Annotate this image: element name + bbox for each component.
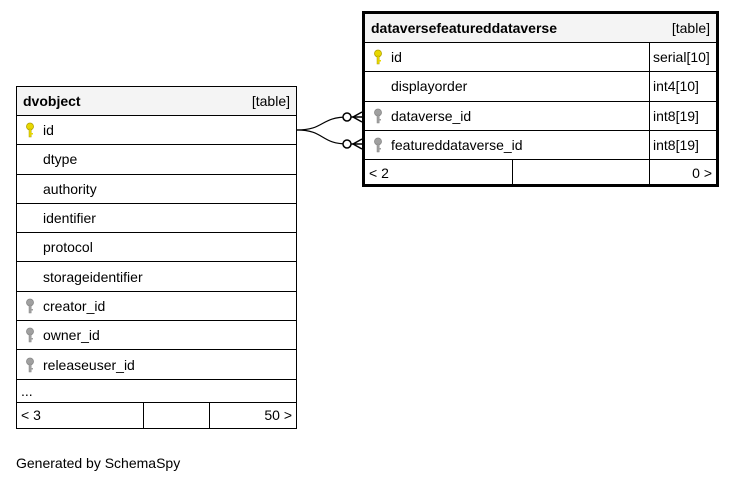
children-count[interactable]: 50 > (264, 407, 292, 424)
primary-key-icon (17, 122, 43, 138)
footer-spacer (513, 160, 650, 187)
table-footer: < 3 50 > (17, 402, 296, 428)
foreign-key-icon (17, 357, 43, 373)
table-dvobject[interactable]: dvobject [table] id dtype authority identif… (16, 86, 297, 429)
column-name: dataverse_id (391, 107, 472, 124)
column-name: creator_id (43, 297, 106, 314)
column-row-identifier[interactable]: identifier (17, 204, 296, 234)
column-type: serial[10] (649, 43, 716, 72)
column-name: releaseuser_id (43, 356, 135, 373)
column-name: owner_id (43, 327, 100, 344)
foreign-key-icon (17, 327, 43, 343)
parents-count[interactable]: < 2 (365, 160, 513, 187)
table-name: dataversefeatureddataverse (371, 20, 557, 36)
table-header[interactable]: dataversefeatureddataverse [table] (365, 14, 716, 43)
column-row-dtype[interactable]: dtype (17, 145, 296, 175)
primary-key-icon (365, 49, 391, 65)
column-row-featureddataverse_id[interactable]: featureddataverse_id int8[19] (365, 130, 716, 161)
column-row-protocol[interactable]: protocol (17, 233, 296, 263)
foreign-key-icon (17, 298, 43, 314)
parents-count[interactable]: < 3 (17, 402, 144, 428)
column-name: featureddataverse_id (391, 137, 523, 154)
table-footer: < 2 0 > (365, 160, 716, 187)
column-row-displayorder[interactable]: displayorder int4[10] (365, 72, 716, 102)
column-type: int8[19] (649, 101, 716, 130)
column-name: identifier (43, 210, 96, 227)
column-row-authority[interactable]: authority (17, 175, 296, 204)
table-kind: [table] (251, 93, 290, 109)
relation-dataverse-id (296, 116, 349, 131)
table-kind: [table] (671, 20, 710, 36)
column-row-id[interactable]: id (17, 116, 296, 146)
table-name: dvobject (23, 93, 81, 109)
column-name: protocol (43, 239, 93, 256)
column-type: int4[10] (649, 72, 716, 101)
column-row-owner_id[interactable]: owner_id (17, 321, 296, 351)
column-name: dtype (43, 151, 78, 168)
table-dataversefeatureddataverse[interactable]: dataversefeatureddataverse [table] id ser… (362, 11, 719, 187)
generated-by-caption: Generated by SchemaSpy (16, 455, 181, 471)
foreign-key-icon (365, 108, 391, 124)
children-count[interactable]: 0 > (692, 165, 712, 182)
column-name: displayorder (391, 78, 468, 95)
more-columns: ... (17, 380, 296, 403)
crowsfoot-featureddataverse-id (342, 138, 363, 150)
column-type: int8[19] (649, 130, 716, 160)
relation-featureddataverse-id (296, 129, 349, 145)
column-name: authority (43, 180, 97, 197)
column-row-creator_id[interactable]: creator_id (17, 292, 296, 322)
column-name: id (391, 49, 402, 66)
column-row-releaseuser_id[interactable]: releaseuser_id (17, 350, 296, 380)
footer-spacer (144, 402, 210, 428)
table-header[interactable]: dvobject [table] (17, 87, 296, 116)
column-row-dataverse_id[interactable]: dataverse_id int8[19] (365, 101, 716, 131)
column-row-id[interactable]: id serial[10] (365, 43, 716, 73)
column-name: storageidentifier (43, 268, 143, 285)
column-row-storageidentifier[interactable]: storageidentifier (17, 262, 296, 292)
crowsfoot-dataverse-id (342, 111, 363, 123)
column-name: id (43, 122, 54, 139)
foreign-key-icon (365, 137, 391, 153)
